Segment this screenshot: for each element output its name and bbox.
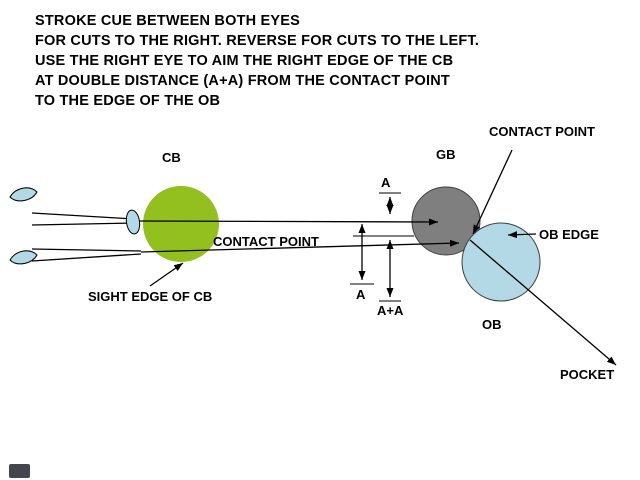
ghost-ball	[411, 186, 481, 256]
pocket-label: POCKET	[560, 367, 615, 382]
instructions: STROKE CUE BETWEEN BOTH EYES FOR CUTS TO…	[35, 11, 479, 111]
instruction-line-5: TO THE EDGE OF THE OB	[35, 93, 221, 109]
ob-edge-leader	[507, 231, 537, 239]
right-eye-beam-upper	[31, 212, 135, 220]
cue-ball-label: CB	[162, 150, 181, 165]
dim-a-plus-a-label: A+A	[377, 303, 404, 318]
instruction-line-2: FOR CUTS TO THE RIGHT. REVERSE FOR CUTS …	[35, 33, 480, 49]
instruction-line-3: USE THE RIGHT EYE TO AIM THE RIGHT EDGE …	[35, 53, 454, 69]
sight-edge-leader	[149, 262, 184, 287]
pocket-line	[469, 239, 617, 366]
instruction-line-1: STROKE CUE BETWEEN BOTH EYES	[35, 13, 301, 29]
dim-a-side-label: A	[356, 287, 366, 302]
right-eye-icon	[9, 187, 38, 202]
left-eye-beam-upper	[31, 248, 142, 252]
ghost-ball-label: GB	[436, 147, 456, 162]
ob-edge-label: OB EDGE	[539, 227, 599, 242]
object-ball	[461, 222, 541, 302]
screen-corner-artifact	[9, 464, 30, 478]
cue-tip-marker	[125, 209, 141, 235]
object-ball-label: OB	[482, 317, 502, 332]
sight-edge-label: SIGHT EDGE OF CB	[88, 289, 213, 304]
cue-ball	[143, 186, 219, 262]
contact-point-leader	[472, 149, 513, 235]
aim-line	[133, 218, 439, 226]
contact-point-top-label: CONTACT POINT	[489, 124, 595, 139]
right-eye-beam-lower	[31, 222, 135, 226]
left-eye-beam-lower	[31, 253, 142, 262]
instruction-line-4: AT DOUBLE DISTANCE (A+A) FROM THE CONTAC…	[35, 73, 450, 89]
left-eye-icon	[9, 250, 38, 265]
contact-point-label: CONTACT POINT	[213, 234, 319, 249]
contact-sight-line	[140, 239, 460, 253]
dim-a-top-label: A	[381, 175, 391, 190]
